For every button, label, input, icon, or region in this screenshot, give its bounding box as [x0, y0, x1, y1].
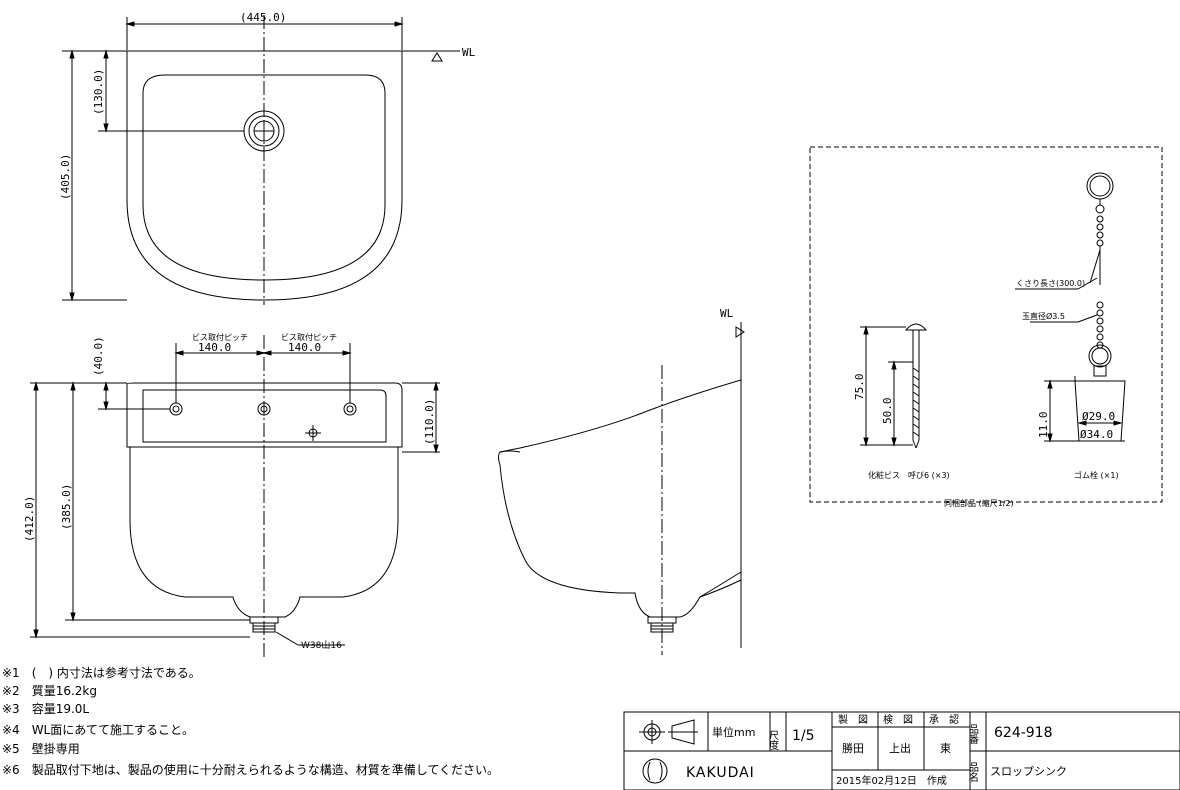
- plug-caption: ゴム栓 (×1): [1074, 470, 1119, 480]
- note-5: ※5 壁掛専用: [2, 741, 80, 756]
- checked-by: 上出: [889, 741, 911, 755]
- dim-screw-50: 50.0: [881, 398, 894, 425]
- note-4: ※4 WL面にあてて施工すること。: [2, 723, 194, 737]
- drawn-label: 製 図: [838, 713, 868, 726]
- dim-front-height: (385.0): [60, 484, 73, 530]
- title-block: [623, 711, 1180, 790]
- dim-back-height: (110.0): [423, 399, 436, 445]
- dim-depth-total: (405.0): [59, 154, 72, 200]
- dim-plug-34: Ø34.0: [1080, 428, 1113, 441]
- chain-length-label: くさり長さ(300.0): [1016, 279, 1085, 288]
- drawn-by: 勝田: [842, 741, 864, 755]
- dim-plug-29: Ø29.0: [1082, 410, 1115, 423]
- accessories-box: [809, 146, 1163, 503]
- unit-label: 単位mm: [712, 725, 755, 739]
- screw-caption: 化粧ビス 呼び6 (×3): [868, 470, 950, 480]
- note-1: ※1 ( ) 内寸法は参考寸法である。: [2, 665, 201, 680]
- wl-label: WL: [462, 46, 476, 59]
- front-view: [30, 335, 440, 660]
- box-caption: 同梱部品 (縮尺1/2): [944, 498, 1014, 508]
- top-view: [62, 15, 460, 305]
- scale-value: 1/5: [792, 728, 815, 744]
- dim-top-width: (445.0): [240, 11, 286, 24]
- part-no-label: 品番: [967, 724, 979, 745]
- note-3: ※3 容量19.0L: [2, 701, 89, 716]
- checked-label: 検 図: [883, 713, 913, 726]
- dim-pitch-2: 140.0: [288, 341, 321, 354]
- pitch-label-1: ビス取付ピッチ: [192, 332, 248, 342]
- side-view: [498, 322, 745, 655]
- dim-total-height: (412.0): [23, 496, 36, 542]
- approved-label: 承 認: [929, 713, 959, 726]
- dim-screw-75: 75.0: [853, 374, 866, 401]
- dim-screw-top: (40.0): [92, 336, 105, 376]
- dim-plug-11: 11.0: [1037, 412, 1050, 439]
- dim-pitch-1: 140.0: [198, 341, 231, 354]
- scale-label: 尺度: [767, 730, 779, 751]
- part-no: 624-918: [994, 725, 1053, 741]
- brand-logo-text: KAKUDAI: [686, 765, 755, 781]
- drain-thread-label: W38山16: [301, 640, 342, 651]
- pitch-label-2: ビス取付ピッチ: [281, 332, 337, 342]
- dim-drain-offset: (130.0): [92, 69, 105, 115]
- approved-by: 東: [940, 742, 951, 755]
- product-name: スロップシンク: [990, 765, 1067, 778]
- name-label: 品名: [967, 762, 979, 783]
- ball-dia-label: 玉直径Ø3.5: [1022, 311, 1065, 321]
- note-2: ※2 質量16.2kg: [2, 683, 97, 698]
- drawing-date: 2015年02月12日 作成: [836, 774, 947, 787]
- note-6: ※6 製品取付下地は、製品の使用に十分耐えられるような構造、材質を準備してくださ…: [2, 762, 499, 777]
- wl-side-label: WL: [720, 307, 734, 320]
